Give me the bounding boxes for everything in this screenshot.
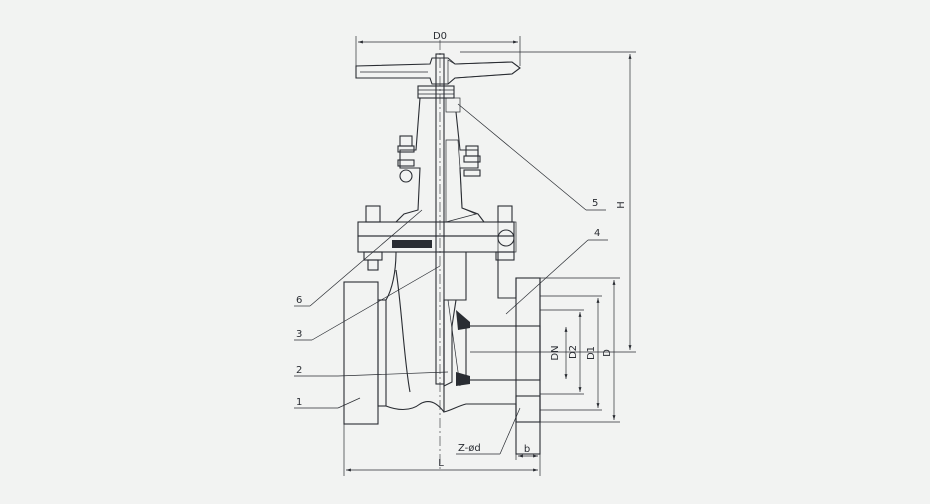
dim-d: D bbox=[602, 349, 613, 357]
part-label-2: 2 bbox=[296, 365, 302, 376]
bonnet-flange bbox=[357, 205, 517, 271]
dim-l: L bbox=[438, 458, 444, 469]
dim-dn: DN bbox=[550, 345, 561, 360]
callout-2: 2 bbox=[294, 365, 449, 377]
handwheel bbox=[355, 57, 521, 85]
callout-5: 5 bbox=[457, 103, 606, 211]
dim-bolt-holes: Z-ød bbox=[458, 443, 481, 454]
part-label-4: 4 bbox=[594, 228, 600, 239]
part-label-3: 3 bbox=[296, 329, 302, 340]
dim-b: b bbox=[524, 444, 530, 455]
callout-1: 1 bbox=[294, 397, 361, 409]
part-label-1: 1 bbox=[296, 397, 302, 408]
valve-body bbox=[343, 251, 541, 455]
dim-d1: D1 bbox=[586, 346, 597, 360]
dim-d0: D0 bbox=[433, 31, 447, 42]
stem-nut bbox=[417, 85, 461, 113]
callout-4: 4 bbox=[505, 228, 608, 315]
callout-6: 6 bbox=[294, 209, 423, 307]
part-label-6: 6 bbox=[296, 295, 302, 306]
stem bbox=[435, 40, 445, 470]
dim-h: H bbox=[616, 201, 627, 209]
part-label-5: 5 bbox=[592, 198, 598, 209]
callout-3: 3 bbox=[294, 265, 441, 341]
dim-d2: D2 bbox=[568, 345, 579, 359]
